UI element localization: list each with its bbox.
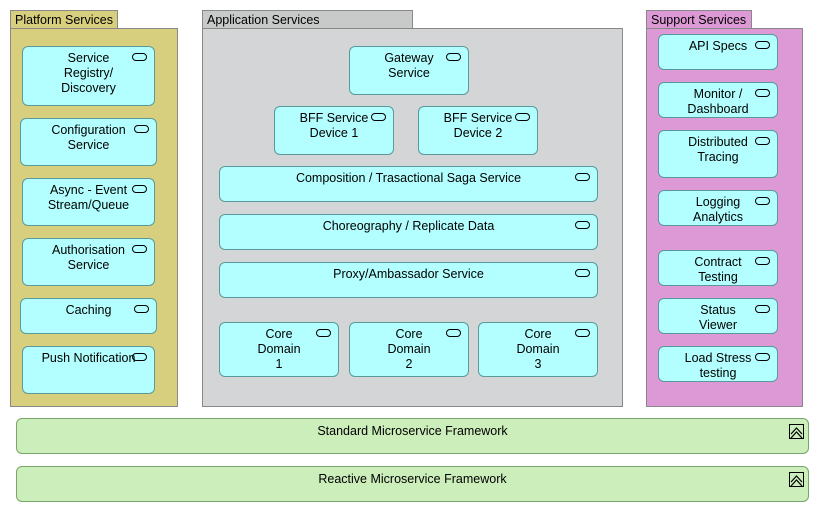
logging-analytics-box[interactable]: Logging Analytics	[658, 190, 778, 226]
chevron-up-icon	[789, 424, 804, 439]
choreography-box[interactable]: Choreography / Replicate Data	[219, 214, 598, 250]
service-icon	[755, 89, 770, 97]
proxy-ambassador-label: Proxy/Ambassador Service	[333, 267, 484, 281]
service-icon	[755, 41, 770, 49]
proxy-ambassador-box[interactable]: Proxy/Ambassador Service	[219, 262, 598, 298]
platform-services-title: Platform Services	[15, 13, 113, 27]
choreography-label: Choreography / Replicate Data	[322, 219, 495, 233]
bff-device2-label: BFF Service Device 2	[443, 111, 513, 140]
status-viewer-box[interactable]: Status Viewer	[658, 298, 778, 334]
core-domain3-label: Core Domain 3	[516, 327, 560, 371]
service-icon	[575, 221, 590, 229]
monitor-dashboard-label: Monitor / Dashboard	[687, 87, 749, 116]
authorisation-service-box[interactable]: Authorisation Service	[22, 238, 155, 286]
bff-device2-box[interactable]: BFF Service Device 2	[418, 106, 538, 155]
contract-testing-box[interactable]: Contract Testing	[658, 250, 778, 286]
core-domain1-box[interactable]: Core Domain 1	[219, 322, 339, 377]
configuration-service-label: Configuration Service	[51, 123, 126, 152]
service-icon	[132, 185, 147, 193]
logging-analytics-label: Logging Analytics	[692, 195, 744, 224]
configuration-service-box[interactable]: Configuration Service	[20, 118, 157, 166]
service-icon	[575, 329, 590, 337]
async-event-label: Async - Event Stream/Queue	[47, 183, 130, 212]
gateway-service-label: Gateway Service	[384, 51, 434, 80]
push-notification-box[interactable]: Push Notification	[22, 346, 155, 394]
service-icon	[755, 197, 770, 205]
application-services-title: Application Services	[207, 13, 320, 27]
monitor-dashboard-box[interactable]: Monitor / Dashboard	[658, 82, 778, 118]
service-icon	[755, 137, 770, 145]
reactive-framework-box[interactable]: Reactive Microservice Framework	[16, 466, 809, 502]
service-icon	[575, 269, 590, 277]
service-icon	[755, 353, 770, 361]
core-domain2-label: Core Domain 2	[387, 327, 431, 371]
caching-label: Caching	[65, 303, 112, 317]
service-icon	[446, 53, 461, 61]
service-icon	[132, 53, 147, 61]
bff-device1-label: BFF Service Device 1	[299, 111, 369, 140]
standard-framework-box[interactable]: Standard Microservice Framework	[16, 418, 809, 454]
reactive-framework-label: Reactive Microservice Framework	[318, 472, 507, 486]
service-icon	[132, 353, 147, 361]
service-icon	[755, 305, 770, 313]
service-icon	[446, 329, 461, 337]
service-icon	[134, 125, 149, 133]
distributed-tracing-box[interactable]: Distributed Tracing	[658, 130, 778, 178]
chevron-up-icon	[789, 472, 804, 487]
api-specs-label: API Specs	[688, 39, 748, 53]
core-domain2-box[interactable]: Core Domain 2	[349, 322, 469, 377]
load-stress-testing-box[interactable]: Load Stress testing	[658, 346, 778, 382]
api-specs-box[interactable]: API Specs	[658, 34, 778, 70]
push-notification-label: Push Notification	[41, 351, 136, 365]
distributed-tracing-label: Distributed Tracing	[688, 135, 748, 164]
gateway-service-box[interactable]: Gateway Service	[349, 46, 469, 95]
service-registry-label: Service Registry/ Discovery	[61, 51, 116, 95]
service-icon	[371, 113, 386, 121]
composition-saga-label: Composition / Trasactional Saga Service	[295, 171, 522, 185]
support-services-tab[interactable]: Support Services	[646, 10, 752, 29]
core-domain3-box[interactable]: Core Domain 3	[478, 322, 598, 377]
service-icon	[755, 257, 770, 265]
async-event-box[interactable]: Async - Event Stream/Queue	[22, 178, 155, 226]
bff-device1-box[interactable]: BFF Service Device 1	[274, 106, 394, 155]
composition-saga-box[interactable]: Composition / Trasactional Saga Service	[219, 166, 598, 202]
standard-framework-label: Standard Microservice Framework	[317, 424, 508, 438]
application-services-tab[interactable]: Application Services	[202, 10, 413, 29]
service-icon	[316, 329, 331, 337]
service-registry-box[interactable]: Service Registry/ Discovery	[22, 46, 155, 106]
platform-services-tab[interactable]: Platform Services	[10, 10, 118, 29]
support-services-title: Support Services	[651, 13, 747, 27]
load-stress-testing-label: Load Stress testing	[684, 351, 752, 380]
status-viewer-label: Status Viewer	[699, 303, 737, 332]
contract-testing-label: Contract Testing	[694, 255, 742, 284]
authorisation-service-label: Authorisation Service	[52, 243, 125, 272]
service-icon	[132, 245, 147, 253]
service-icon	[134, 305, 149, 313]
service-icon	[515, 113, 530, 121]
service-icon	[575, 173, 590, 181]
caching-box[interactable]: Caching	[20, 298, 157, 334]
core-domain1-label: Core Domain 1	[257, 327, 301, 371]
